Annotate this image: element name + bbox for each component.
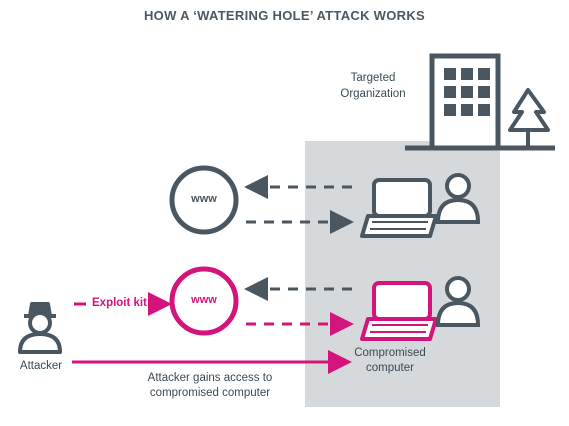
org-line-1: Targeted: [350, 72, 396, 84]
computer-icon: [360, 178, 438, 238]
user-icon: [435, 276, 481, 327]
compromised-line-2: computer: [366, 362, 414, 374]
gains-line-2: compromised computer: [149, 387, 271, 399]
exploit-kit-label: Exploit kit: [92, 297, 147, 309]
tree-icon: [508, 88, 550, 148]
attacker-access-label: Attacker gains access to compromised com…: [120, 371, 300, 401]
org-line-2: Organization: [340, 88, 406, 100]
legit-website-globe: [169, 165, 239, 235]
legit-website-label: www: [191, 193, 217, 205]
user-icon: [435, 173, 481, 224]
compromised-website-label: www: [191, 294, 217, 306]
compromised-computer-icon: [360, 281, 438, 341]
compromised-line-1: Compromised: [354, 347, 426, 359]
spy-icon: [18, 302, 62, 354]
targeted-organization-label: Targeted Organization: [318, 70, 428, 102]
attacker-label: Attacker: [19, 360, 63, 372]
compromised-website-globe: [169, 266, 239, 336]
gains-line-1: Attacker gains access to: [147, 372, 273, 384]
compromised-computer-label: Compromised computer: [330, 346, 450, 376]
page-title: HOW A ‘WATERING HOLE’ ATTACK WORKS: [143, 8, 425, 23]
